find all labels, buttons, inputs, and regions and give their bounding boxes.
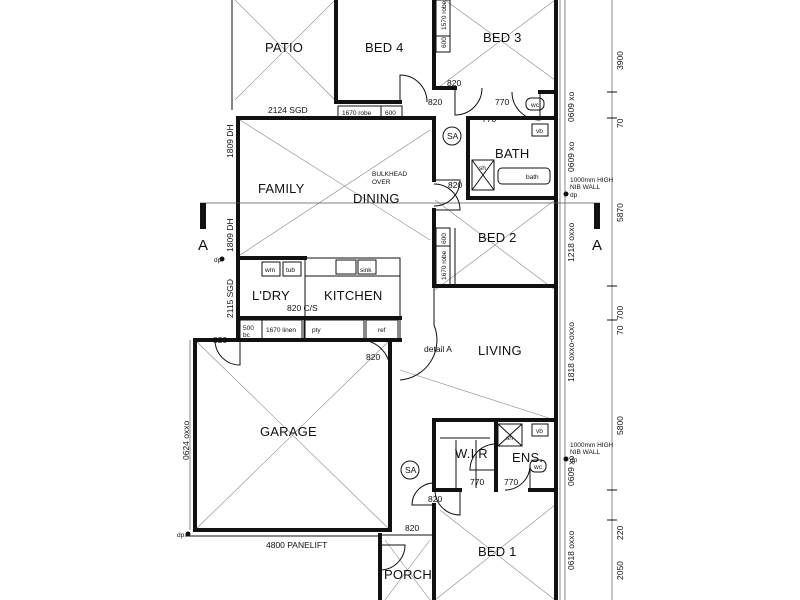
walls xyxy=(185,0,600,600)
label-sh-bath: sh xyxy=(479,165,486,172)
dp-bottom-left-marker xyxy=(185,531,191,537)
room-bed4: BED 4 xyxy=(365,40,404,55)
door-swings xyxy=(214,74,541,571)
label-panelift: 4800 PANELIFT xyxy=(266,540,327,550)
label-dp-left: dp xyxy=(214,257,222,264)
room-bath: BATH xyxy=(495,146,530,161)
label-sgd-patio: 2124 SGD xyxy=(268,105,308,115)
room-ensuite: ENS. xyxy=(512,450,543,465)
dim-2050: 2050 xyxy=(615,561,625,580)
diagonal-lines xyxy=(194,0,556,600)
label-win-0609-ens: 0609 xo xyxy=(566,455,576,486)
section-a-right-bar xyxy=(594,203,600,229)
label-bc-500: 500 xyxy=(243,325,254,332)
room-wir: W.I.R xyxy=(455,446,488,461)
label-bc: bc xyxy=(243,332,251,339)
label-vb-top: vb xyxy=(536,128,543,135)
label-dp-right-bot: dp xyxy=(570,457,578,464)
label-600-bed2: 600 xyxy=(441,233,448,244)
label-win-1218: 1218 oxxo xyxy=(566,223,576,262)
room-porch: PORCH xyxy=(384,567,432,582)
dim-5800: 5800 xyxy=(615,416,625,435)
label-door-770-a: 770 xyxy=(495,97,509,107)
label-door-820-hall: 820 xyxy=(428,494,442,504)
label-robe-bed4: 1670 robe xyxy=(342,110,372,117)
label-sa-top: SA xyxy=(447,131,459,141)
dim-70-a: 70 xyxy=(615,118,625,128)
label-600-bed4: 600 xyxy=(385,110,396,117)
room-garage: GARAGE xyxy=(260,424,317,439)
label-oxxo-garage: 0624 oxxo xyxy=(181,421,191,460)
label-sh-ens: sh xyxy=(506,435,513,442)
label-dp-right-top: dp xyxy=(570,192,578,199)
room-laundry: L'DRY xyxy=(252,288,290,303)
label-nib-wall-top2: NIB WALL xyxy=(570,184,600,191)
label-door-820-c: 820 xyxy=(448,180,462,190)
label-robe-bed3: 1570 robe xyxy=(441,0,448,30)
room-family: FAMILY xyxy=(258,181,305,196)
label-ref: ref xyxy=(378,327,386,334)
label-door-820-b: 820 xyxy=(428,97,442,107)
room-dining: DINING xyxy=(353,191,400,206)
dp-left-marker xyxy=(219,256,225,262)
label-sink: sink xyxy=(360,267,372,274)
label-nib-wall-bot: 1000mm HIGH xyxy=(570,442,614,449)
label-win-0609-top: 0609 xo xyxy=(566,91,576,122)
label-section-a-right: A xyxy=(592,237,602,254)
label-win-0618: 0618 oxxo xyxy=(566,531,576,570)
section-a-left-bar xyxy=(200,203,206,229)
label-win-1818: 1818 oxxo-oxxo xyxy=(566,322,576,382)
dim-5870: 5870 xyxy=(615,203,625,222)
label-vb-ens: vb xyxy=(536,428,543,435)
dp-right-bot-marker xyxy=(563,456,569,462)
label-wc-top: wc xyxy=(530,102,540,109)
dim-700: 700 xyxy=(615,306,625,320)
room-bed2: BED 2 xyxy=(478,230,517,245)
label-sa-bot: SA xyxy=(405,465,417,475)
label-dh-1809-a: 1809 DH xyxy=(225,124,235,158)
room-patio: PATIO xyxy=(265,40,303,55)
dp-right-top-marker xyxy=(563,191,569,197)
dim-220: 220 xyxy=(615,526,625,540)
label-bulkhead: BULKHEAD xyxy=(372,171,407,178)
label-sgd-2115: 2115 SGD xyxy=(225,279,235,318)
room-living: LIVING xyxy=(478,343,522,358)
dim-3900: 3900 xyxy=(615,51,625,70)
label-dp-bottom-left: dp xyxy=(177,532,185,539)
label-door-820-bed1: 820 xyxy=(405,523,419,533)
label-door-770-ens: 770 xyxy=(504,477,518,487)
room-bed3: BED 3 xyxy=(483,30,522,45)
label-600-bed3: 600 xyxy=(441,37,448,48)
label-win-0609-bath: 0609 xo xyxy=(566,141,576,172)
label-nib-wall-top: 1000mm HIGH xyxy=(570,177,614,184)
label-door-820-laundry: 820 xyxy=(213,335,227,345)
room-kitchen: KITCHEN xyxy=(324,288,382,303)
label-pantry: pty xyxy=(312,327,321,334)
room-bed1: BED 1 xyxy=(478,544,517,559)
label-nib-wall-bot2: NIB WALL xyxy=(570,449,600,456)
label-tub: tub xyxy=(286,267,295,274)
label-door-770-wir: 770 xyxy=(470,477,484,487)
label-wc-ens: wc xyxy=(533,464,543,471)
label-section-a-left: A xyxy=(198,237,208,254)
label-door-820-a: 820 xyxy=(447,78,461,88)
label-dh-1809-b: 1809 DH xyxy=(225,218,235,252)
label-door-770-b: 770 xyxy=(482,114,496,124)
label-bath-tub: bath xyxy=(526,174,539,181)
label-wm: wm xyxy=(264,267,275,274)
label-linen: 1670 linen xyxy=(266,327,296,334)
label-door-820-living: 820 xyxy=(366,352,380,362)
label-cs-820: 820 C/S xyxy=(287,303,318,313)
dim-70-b: 70 xyxy=(615,325,625,335)
fixtures xyxy=(239,0,551,488)
dimension-string xyxy=(607,0,617,600)
label-detail-a: detail A xyxy=(424,344,452,354)
label-bulkhead-over: OVER xyxy=(372,179,391,186)
label-robe-bed2: 1670 robe xyxy=(441,250,448,280)
